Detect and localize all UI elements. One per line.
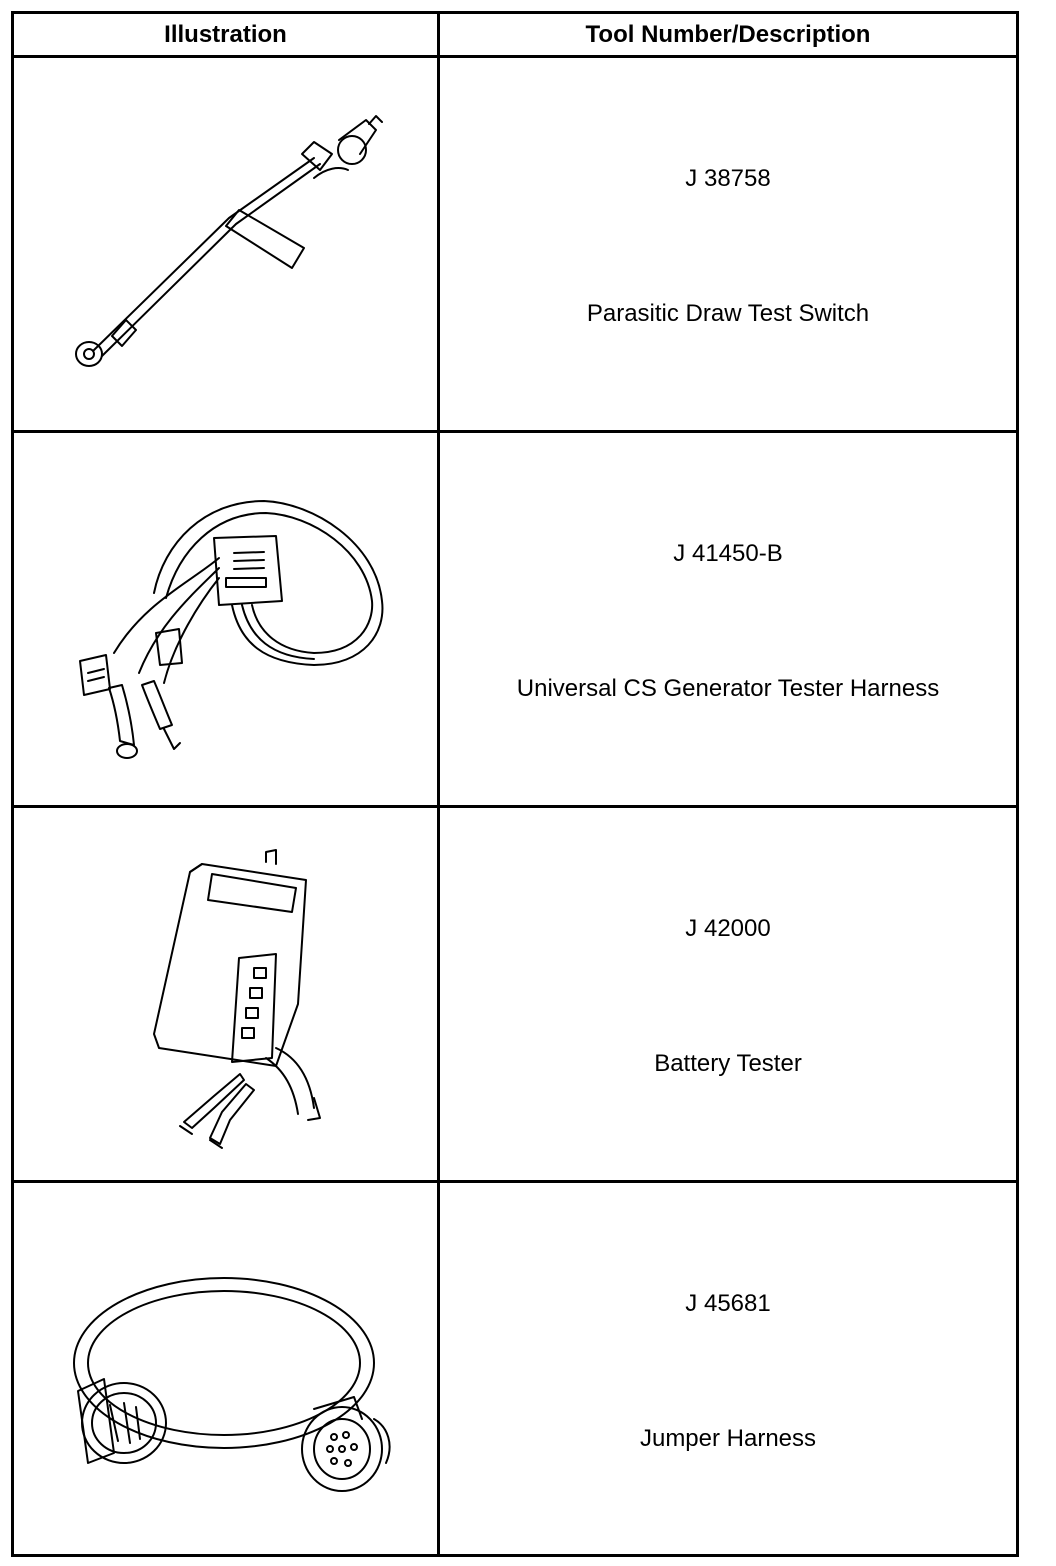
tool-description: Jumper Harness [639, 1425, 817, 1452]
tool-description: Universal CS Generator Tester Harness [516, 675, 940, 702]
row-divider [14, 805, 1016, 808]
tool-number: J 42000 [685, 915, 771, 942]
header-illustration: Illustration [164, 20, 287, 48]
tool-table: Illustration Tool Number/Description J 3… [11, 11, 1019, 1557]
jumper-harness-illustration [14, 1183, 437, 1557]
row-divider [14, 430, 1016, 433]
tool-description-cell: J 41450-B Universal CS Generator Tester … [440, 433, 1016, 805]
row-divider [14, 1180, 1016, 1183]
tool-description-cell: J 45681 Jumper Harness [440, 1183, 1016, 1557]
row-divider [14, 55, 1016, 58]
header-tool-number-description: Tool Number/Description [585, 20, 871, 48]
battery-tester-illustration [14, 808, 437, 1180]
column-divider [437, 14, 440, 1554]
tool-number: J 45681 [685, 1290, 771, 1317]
tool-description: Parasitic Draw Test Switch [586, 300, 870, 327]
parasitic-draw-test-switch-illustration [14, 58, 437, 430]
tool-number: J 41450-B [673, 540, 783, 567]
tool-number: J 38758 [685, 165, 771, 192]
tool-description-cell: J 38758 Parasitic Draw Test Switch [440, 58, 1016, 430]
tool-description-cell: J 42000 Battery Tester [440, 808, 1016, 1180]
generator-tester-harness-illustration [14, 433, 437, 805]
tool-description: Battery Tester [654, 1050, 802, 1077]
